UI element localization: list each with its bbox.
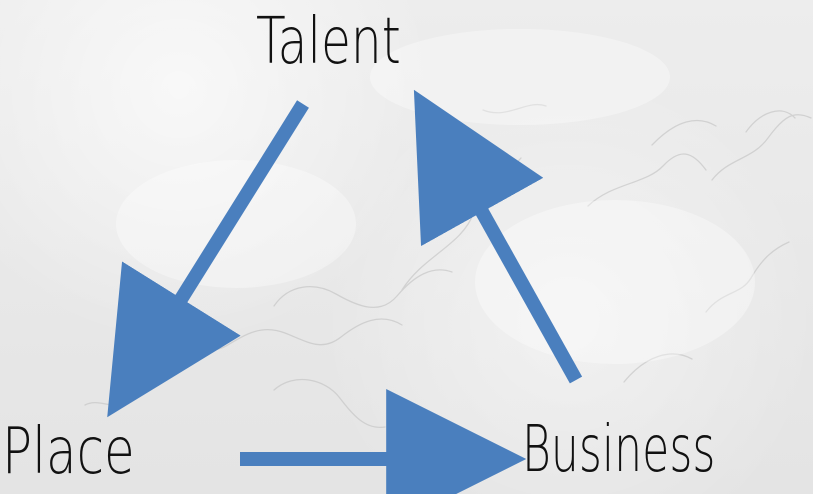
talent-to-place-arrow bbox=[107, 100, 309, 418]
business-label: Business bbox=[522, 413, 716, 487]
place-label: Place bbox=[2, 415, 135, 489]
business-to-talent-arrow bbox=[413, 89, 583, 384]
talent-label: Talent bbox=[256, 5, 401, 79]
